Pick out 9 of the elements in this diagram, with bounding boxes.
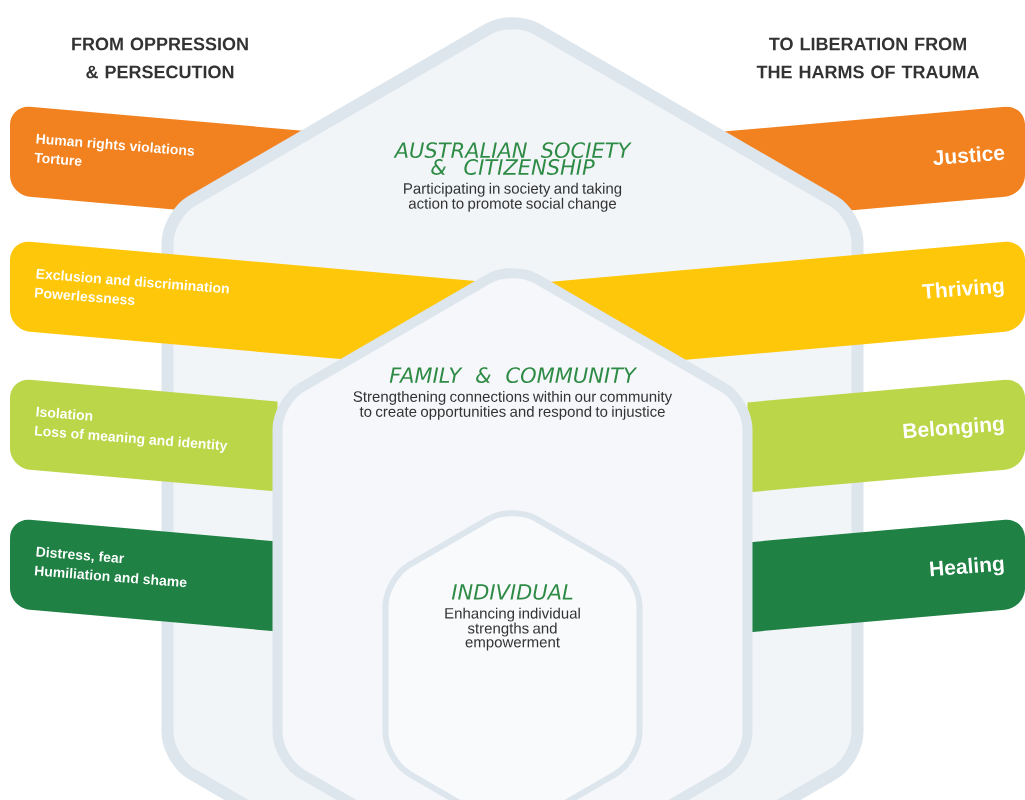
band-ribbon: Exclusion and discrimination Powerlessness [10, 241, 484, 360]
band-ribbon: Thriving [542, 241, 1025, 361]
band-ribbon: Human rights violations Torture [10, 106, 312, 210]
band-ribbon: Justice [714, 106, 1025, 211]
hexagon-panel: INDIVIDUAL Enhancing individual strengths and empowerment [382, 510, 643, 800]
band-ribbon: Distress, fear Humiliation and shame [10, 519, 278, 632]
band-ribbon: Isolation Loss of meaning and identity [10, 379, 278, 492]
band-ribbon: Healing [747, 519, 1025, 633]
band-ribbon: Belonging [747, 379, 1025, 493]
